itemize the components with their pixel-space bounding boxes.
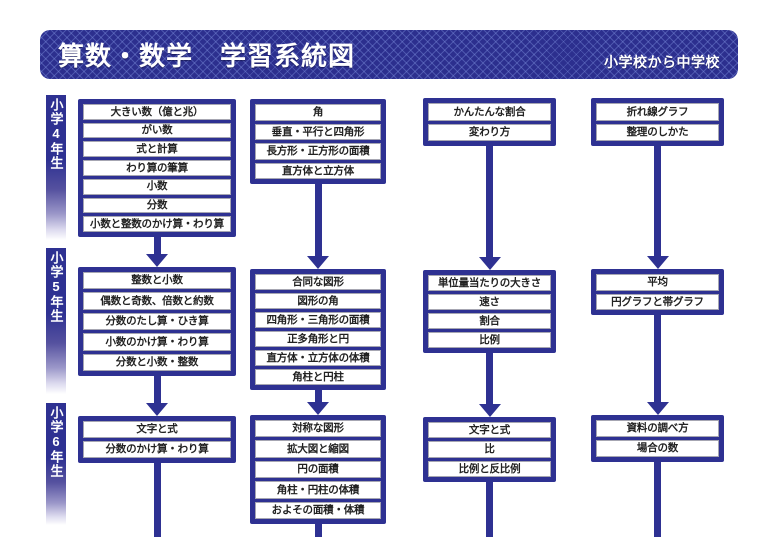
grade-bar-label: 小学4年生 — [48, 98, 64, 170]
topic-box: 整数と小数 — [83, 272, 231, 290]
topic-box: 場合の数 — [596, 440, 719, 457]
grade-bar-shogaku-5: 小学5年生 — [46, 248, 66, 394]
topic-box: 角 — [255, 104, 381, 121]
page-title: 算数・数学 学習系統図 — [58, 41, 356, 71]
topic-box: 分数 — [83, 197, 231, 214]
connector-line — [153, 374, 161, 405]
arrow-down-icon — [307, 256, 329, 269]
topic-group-grade6-col4: 資料の調べ方場合の数 — [591, 415, 724, 462]
connector-line — [314, 388, 322, 404]
topic-group-grade5-col3: 単位量当たりの大きさ速さ割合比例 — [423, 270, 556, 353]
connector-line — [486, 144, 493, 259]
grade-bar-shogaku-6: 小学6年生 — [46, 403, 66, 525]
connector-line — [486, 351, 493, 406]
topic-box: 角柱と円柱 — [255, 369, 381, 385]
topic-box: 分数のたし算・ひき算 — [83, 312, 231, 331]
arrow-down-icon — [646, 256, 669, 269]
topic-box: わり算の筆算 — [83, 160, 231, 176]
topic-box: 図形の角 — [255, 293, 381, 309]
connector-line — [654, 460, 661, 537]
topic-box: 四角形・三角形の面積 — [255, 312, 381, 328]
connector-line — [654, 144, 661, 258]
grade-bar-label: 小学6年生 — [48, 406, 64, 478]
topic-box: 比例と反比例 — [428, 460, 551, 477]
topic-group-grade4-col2: 角垂直・平行と四角形長方形・正方形の面積直方体と立方体 — [250, 99, 386, 184]
topic-group-grade5-col2: 合同な図形図形の角四角形・三角形の面積正多角形と円直方体・立方体の体積角柱と円柱 — [250, 269, 386, 390]
topic-box: 比 — [428, 441, 551, 458]
topic-box: がい数 — [83, 122, 231, 139]
topic-box: 速さ — [428, 294, 551, 310]
connector-line — [314, 182, 322, 258]
topic-box: かんたんな割合 — [428, 103, 551, 121]
topic-box: 長方形・正方形の面積 — [255, 143, 381, 160]
arrow-down-icon — [146, 254, 168, 267]
topic-box: 資料の調べ方 — [596, 420, 719, 437]
topic-box: 大きい数（億と兆） — [83, 104, 231, 120]
topic-group-grade4-col4: 折れ線グラフ整理のしかた — [591, 98, 724, 146]
topic-box: 対称な図形 — [255, 420, 381, 438]
arrow-down-icon — [478, 257, 501, 270]
topic-box: 分数と小数・整数 — [83, 353, 231, 372]
topic-group-grade6-col1: 文字と式分数のかけ算・わり算 — [78, 416, 236, 463]
topic-box: 拡大図と縮図 — [255, 440, 381, 458]
connector-line — [654, 313, 661, 404]
topic-box: 小数と整数のかけ算・わり算 — [83, 216, 231, 233]
topic-box: 小数 — [83, 178, 231, 195]
arrow-down-icon — [146, 403, 168, 416]
topic-box: 小数のかけ算・わり算 — [83, 333, 231, 351]
topic-box: 折れ線グラフ — [596, 103, 719, 121]
topic-group-grade4-col1: 大きい数（億と兆） がい数式と計算わり算の筆算小数分数小数と整数のかけ算・わり算 — [78, 99, 236, 237]
arrow-down-icon — [478, 404, 501, 417]
topic-box: 割合 — [428, 313, 551, 329]
topic-box: 比例 — [428, 332, 551, 348]
topic-box: およその面積・体積 — [255, 501, 381, 520]
topic-box: 合同な図形 — [255, 274, 381, 290]
topic-group-grade6-col2: 対称な図形拡大図と縮図円の面積角柱・円柱の体積およその面積・体積 — [250, 415, 386, 524]
connector-line — [314, 522, 322, 537]
topic-box: 平均 — [596, 274, 719, 291]
topic-box: 角柱・円柱の体積 — [255, 481, 381, 499]
topic-box: 直方体・立方体の体積 — [255, 350, 381, 366]
topic-box: 垂直・平行と四角形 — [255, 123, 381, 140]
topic-box: 文字と式 — [83, 421, 231, 438]
topic-box: 整理のしかた — [596, 123, 719, 141]
topic-box: 円の面積 — [255, 460, 381, 479]
grade-bar-label: 小学5年生 — [48, 251, 64, 323]
arrow-down-icon — [307, 402, 329, 415]
topic-group-grade5-col4: 平均円グラフと帯グラフ — [591, 269, 724, 315]
topic-box: 分数のかけ算・わり算 — [83, 441, 231, 458]
connector-line — [153, 461, 161, 537]
arrow-down-icon — [646, 402, 669, 415]
topic-box: 円グラフと帯グラフ — [596, 293, 719, 310]
topic-group-grade6-col3: 文字と式比比例と反比例 — [423, 417, 556, 482]
topic-box: 偶数と奇数、倍数と約数 — [83, 292, 231, 310]
topic-group-grade4-col3: かんたんな割合変わり方 — [423, 98, 556, 146]
topic-box: 正多角形と円 — [255, 331, 381, 347]
topic-box: 単位量当たりの大きさ — [428, 275, 551, 291]
topic-box: 変わり方 — [428, 123, 551, 141]
connector-line — [153, 235, 161, 256]
topic-box: 文字と式 — [428, 422, 551, 439]
topic-group-grade5-col1: 整数と小数偶数と奇数、倍数と約数分数のたし算・ひき算小数のかけ算・わり算分数と小… — [78, 267, 236, 376]
connector-line — [486, 480, 493, 537]
topic-box: 式と計算 — [83, 141, 231, 158]
topic-box: 直方体と立方体 — [255, 162, 381, 179]
header-banner: 算数・数学 学習系統図 小学校から中学校 — [40, 30, 738, 79]
header-badge: 小学校から中学校 — [604, 53, 720, 70]
grade-bar-shogaku-4: 小学4年生 — [46, 95, 66, 240]
